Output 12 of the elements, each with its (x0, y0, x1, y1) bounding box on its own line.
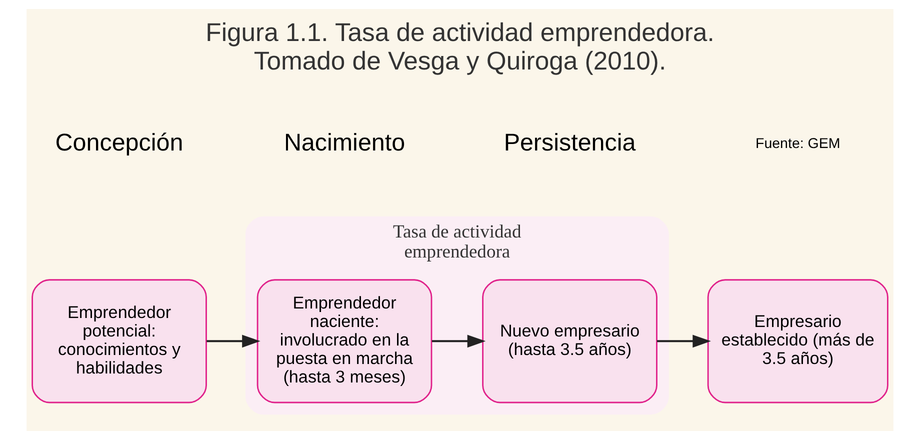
label: Fuente: GEM (755, 136, 840, 152)
arrow (656, 334, 710, 348)
label: Persistencia (503, 128, 636, 156)
arrow (206, 334, 260, 348)
node-box: Nuevo empresario (hasta 3.5 años) (482, 278, 657, 403)
label: Nacimiento (283, 128, 405, 156)
node-box: Emprendedor naciente: involucrado en la puesta en marcha (hasta 3 meses) (256, 278, 432, 403)
diagram-title: Figura 1.1. Tasa de actividad emprendedora. Tomado de Vesga y Quiroga (2010). (205, 18, 714, 75)
node-box: Emprendedor potencial: conocimientos y habilidades (31, 278, 206, 403)
arrow (431, 334, 486, 348)
node-box: Empresario establecido (más de 3.5 años) (706, 278, 888, 403)
label: Concepción (54, 128, 183, 156)
